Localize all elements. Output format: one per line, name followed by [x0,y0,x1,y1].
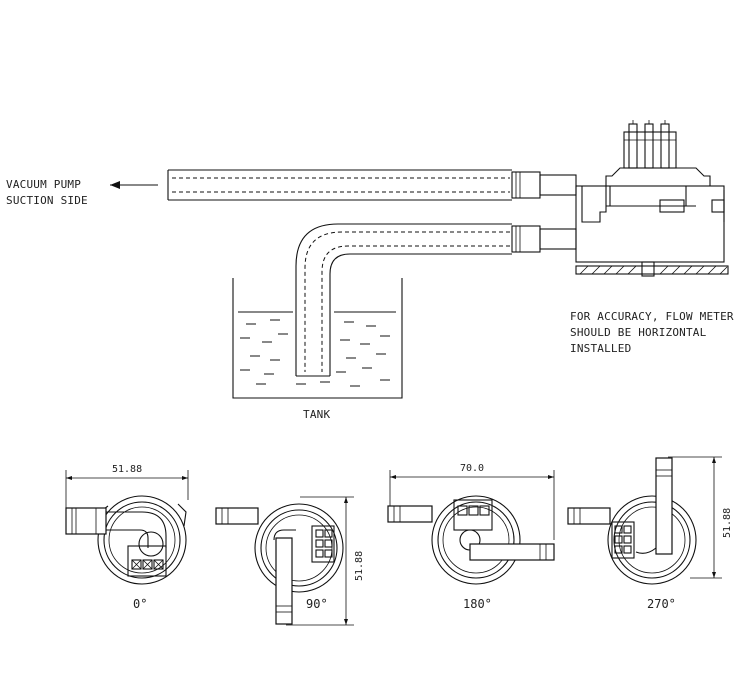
mounting-surface [575,265,729,275]
upper-connector [511,171,577,199]
view-90-degrees: 51.88 90° [215,496,365,626]
angle-label-0: 0° [133,597,147,611]
upper-hose [167,169,512,201]
note-line2: SHOULD BE HORIZONTAL [570,326,707,339]
flow-meter-body [575,120,725,277]
pump-label-line1: VACUUM PUMP [6,178,81,191]
lower-connector [511,225,577,253]
view-270-degrees: 51.88 270° [567,456,733,611]
dimension-width-180: 70.0 [460,463,484,474]
view-180-degrees: 70.0 180° [387,463,555,611]
dimension-height-90: 51.88 [354,551,365,581]
tank-label: TANK [303,408,330,421]
pump-label-line2: SUCTION SIDE [6,194,88,207]
angle-label-180: 180° [463,597,492,611]
flow-direction-arrow-icon [110,181,158,189]
note-line3: INSTALLED [570,342,631,355]
tank [232,278,403,399]
lower-hose [295,223,512,377]
angle-label-270: 270° [647,597,676,611]
note-line1: FOR ACCURACY, FLOW METER [570,310,734,323]
angle-label-90: 90° [306,597,328,611]
dimension-height-270: 51.88 [722,508,733,538]
view-0-degrees: 51.88 0° [65,464,189,611]
dimension-width-0: 51.88 [112,464,142,475]
installation-drawing: VACUUM PUMP SUCTION SIDE [6,120,734,421]
